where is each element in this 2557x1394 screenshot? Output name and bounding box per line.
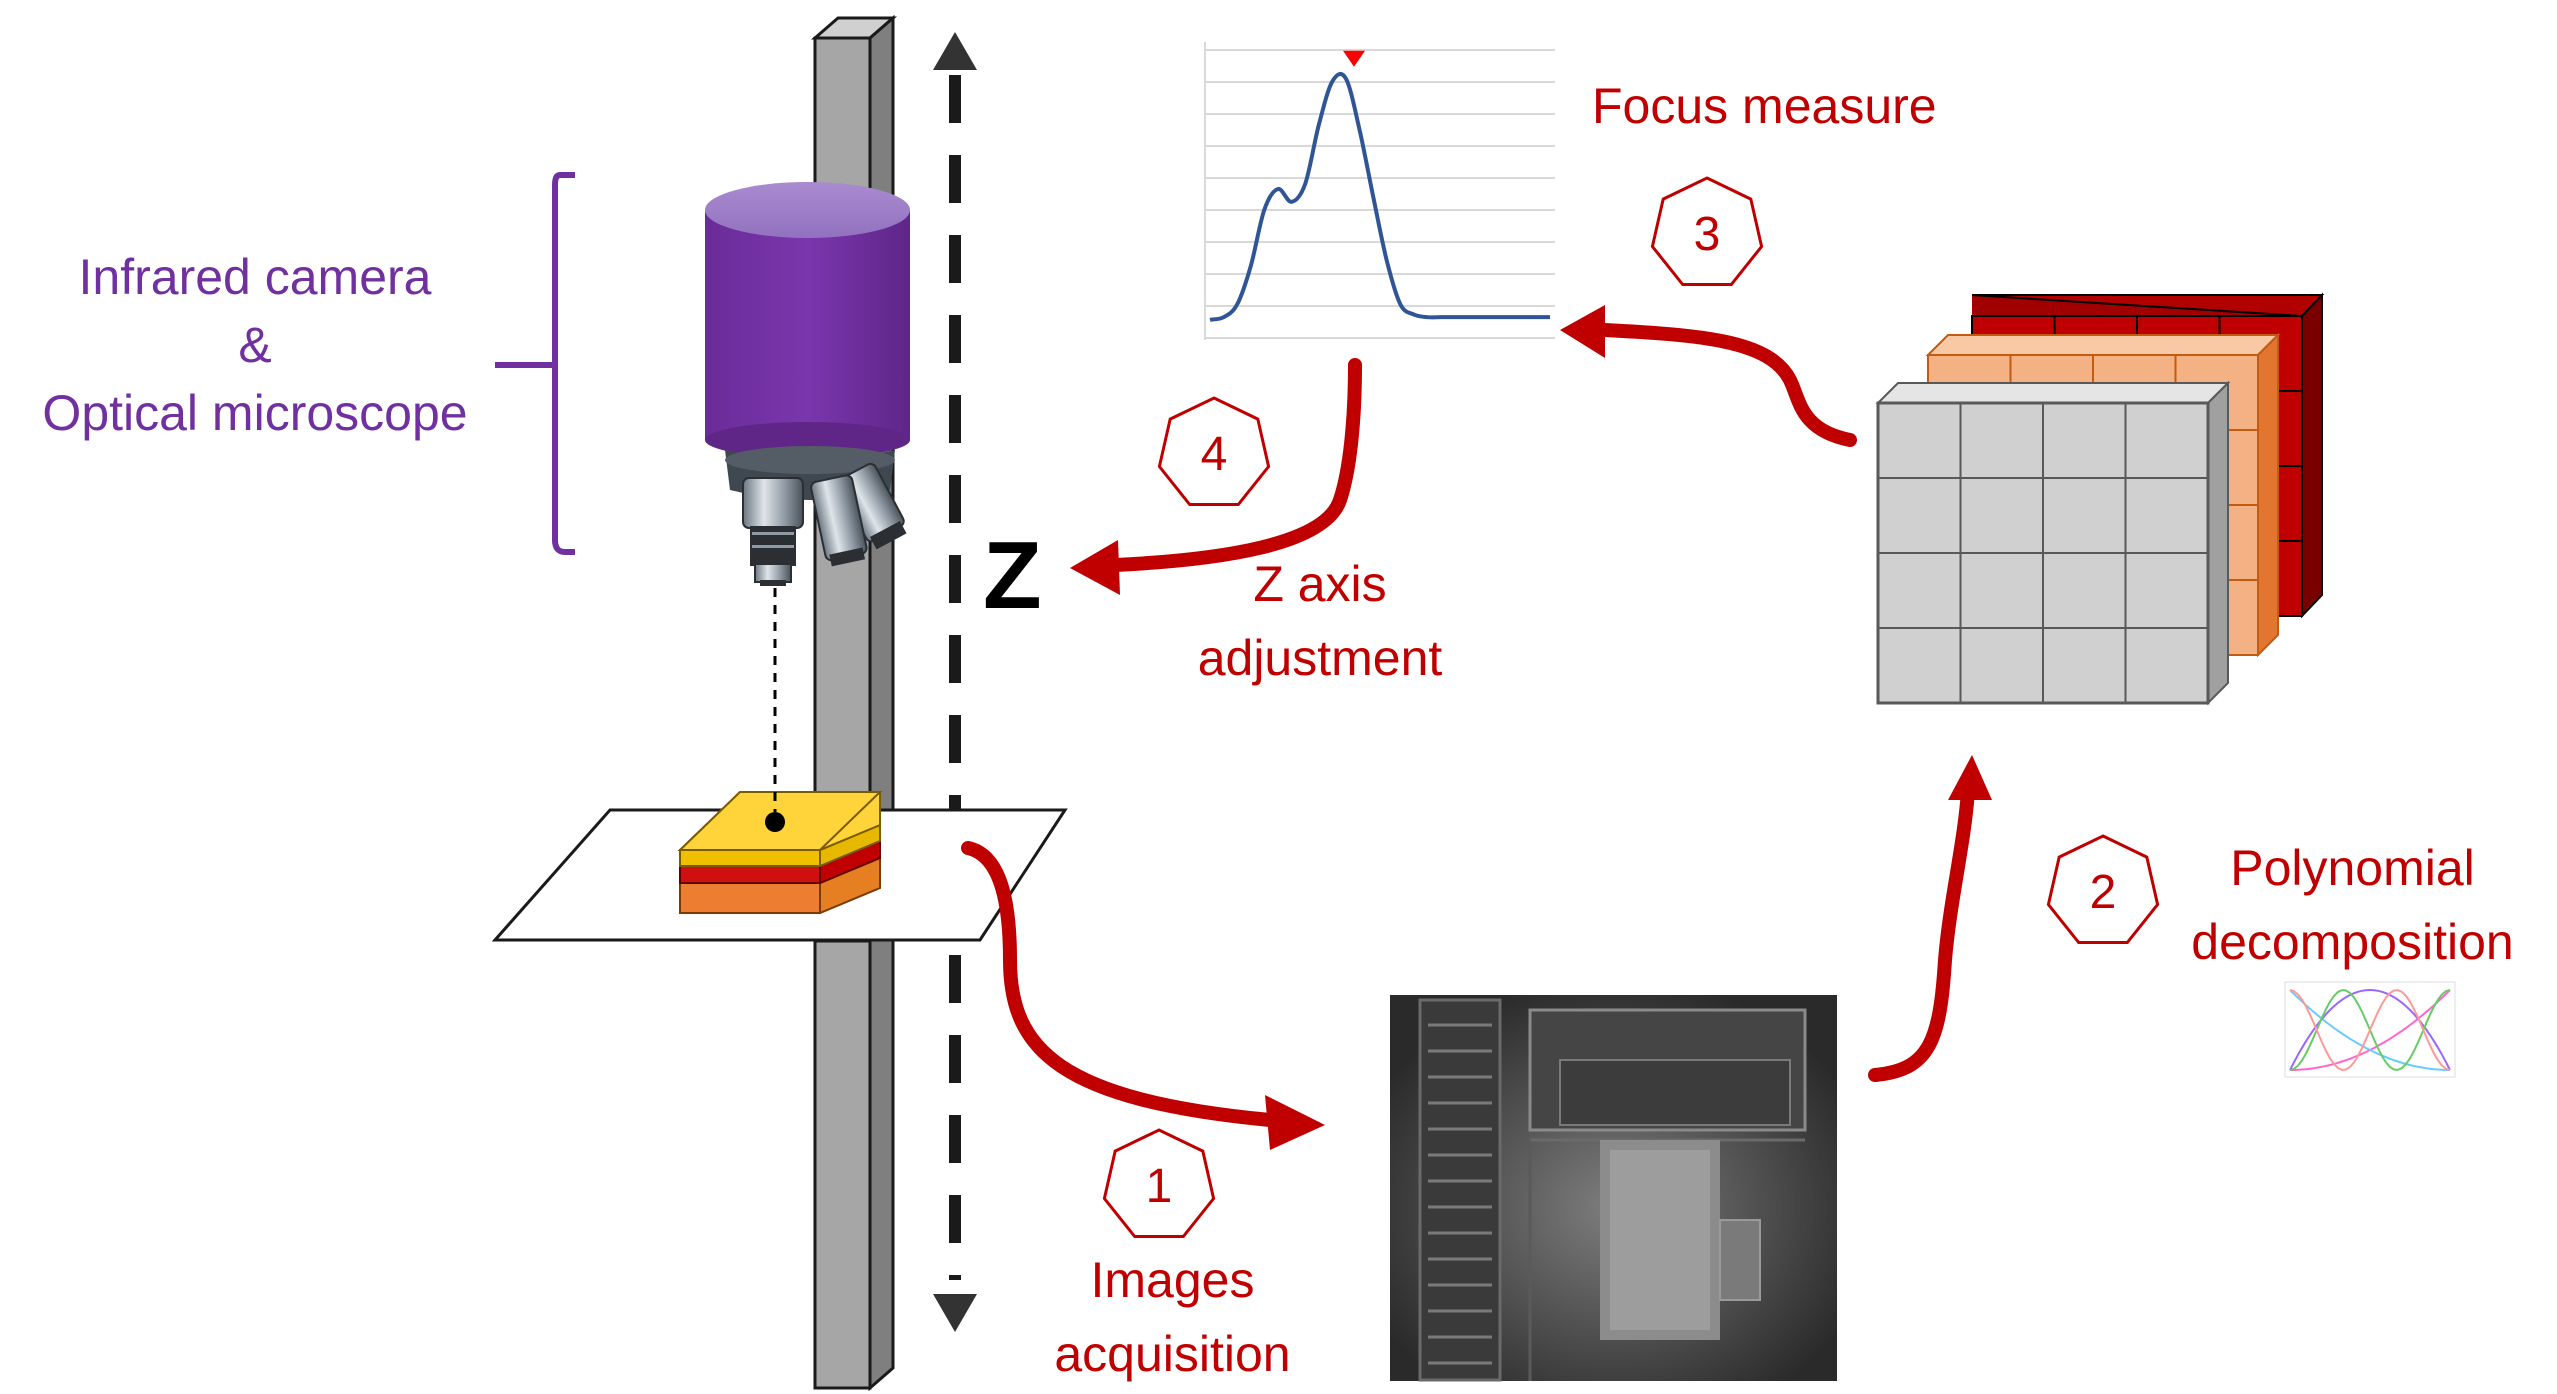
instrument-bracket [495, 172, 575, 555]
step-badge-1: 1 [1102, 1128, 1216, 1238]
focus-measure-chart [1204, 42, 1555, 340]
image-stack-icon [1875, 292, 2325, 706]
ir-image-icon [1390, 995, 1837, 1382]
step-2-number: 2 [2090, 866, 2117, 919]
step-4-number: 4 [1201, 428, 1228, 481]
images-line2: acquisition [1054, 1326, 1291, 1382]
polynomial-basis-icon [2284, 981, 2456, 1078]
instrument-label-line2: & [238, 317, 272, 373]
polynomial-line2: decomposition [2191, 914, 2514, 970]
z-adjustment-line1: Z axis [1253, 556, 1387, 612]
images-line1: Images [1090, 1252, 1255, 1308]
z-axis-label: Z [983, 522, 1042, 629]
step-1-number: 1 [1146, 1160, 1173, 1213]
infrared-camera-icon [705, 182, 910, 458]
focus-curve-line [1209, 71, 1550, 322]
z-axis-arrow [933, 32, 977, 1332]
z-adjustment-label: Z axis adjustment [1150, 554, 1490, 688]
support-column-lower [813, 939, 872, 1390]
instrument-label-line3: Optical microscope [42, 385, 468, 441]
instrument-label: Infrared camera & Optical microscope [0, 247, 510, 443]
instrument-label-line1: Infrared camera [78, 249, 432, 305]
microscope-objectives-icon [725, 446, 907, 586]
step-badge-3: 3 [1650, 176, 1764, 286]
z-adjustment-line2: adjustment [1197, 630, 1443, 686]
chart-grid [1205, 49, 1555, 339]
workflow-arrows [961, 323, 1975, 1127]
step-badge-4: 4 [1157, 396, 1271, 506]
workflow-arrowheads [1070, 305, 1992, 1150]
step-3-number: 3 [1694, 208, 1721, 261]
images-acquisition-label: Images acquisition [1000, 1250, 1345, 1384]
polynomial-line1: Polynomial [2230, 840, 2475, 896]
sample-chip-icon [677, 791, 883, 914]
peak-marker-icon [1343, 50, 1365, 67]
step-badge-2: 2 [2046, 834, 2160, 944]
polynomial-label: Polynomial decomposition [2150, 838, 2555, 972]
focus-measure-label: Focus measure [1592, 78, 1937, 134]
